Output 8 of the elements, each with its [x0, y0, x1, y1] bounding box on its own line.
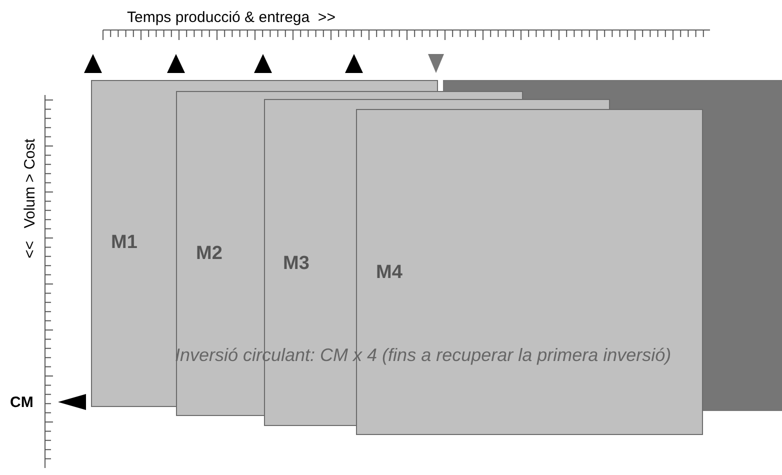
shaded-panel	[703, 80, 782, 411]
axis-title: Temps producció & entrega >>	[127, 9, 336, 26]
axis-title: << Volum > Cost	[22, 138, 38, 260]
panel-title: M3	[283, 253, 310, 275]
panel-title: M4	[376, 262, 402, 284]
axis-value: CM	[10, 394, 34, 411]
panel-title: M2	[196, 243, 222, 265]
panel-title: M1	[111, 232, 138, 254]
